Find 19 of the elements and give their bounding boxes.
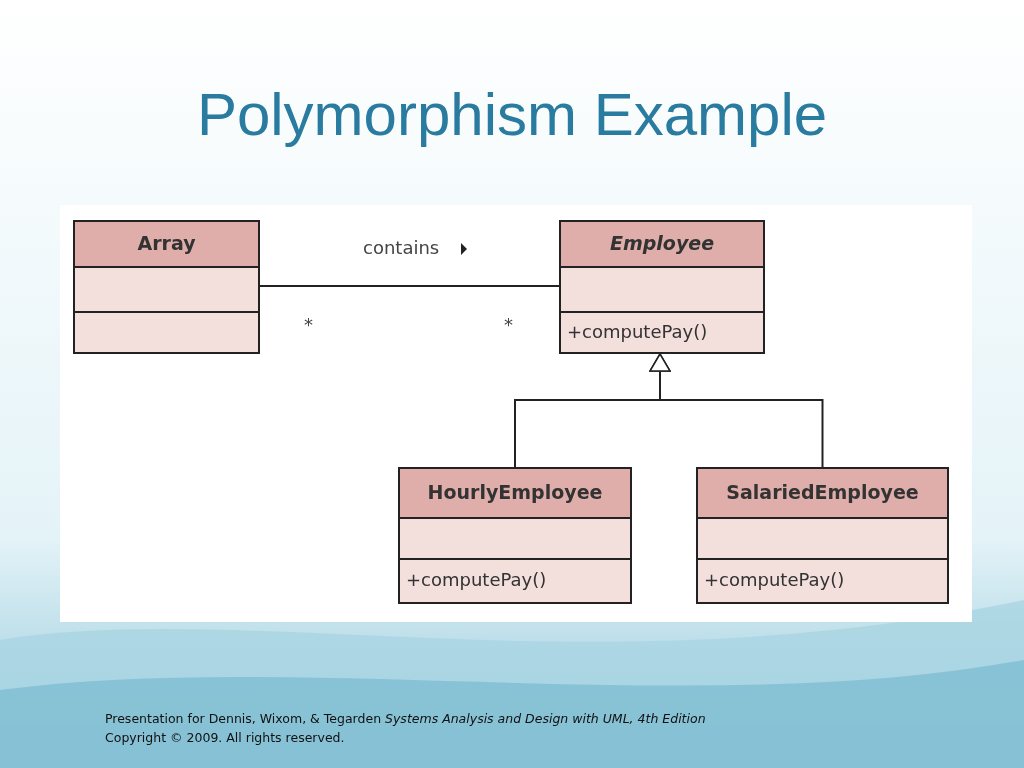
class-box [398,467,632,604]
multiplicity-label: * [504,314,513,335]
slide-title: Polymorphism Example [195,80,829,149]
footer-text: Presentation for Dennis, Wixom, & Tegarden Systems Analysis and Design with UML, 4th Edition [105,711,706,726]
class-box [73,220,260,354]
class-name: HourlyEmployee [426,481,604,503]
class-name: Array [136,232,197,254]
multiplicity-label: * [304,314,313,335]
class-name: Employee [608,232,716,254]
edge-label: contains [363,237,440,258]
association-line [259,285,560,287]
class-box [559,220,765,354]
operation-text: +computePay() [567,320,708,342]
operation-text: +computePay() [704,569,845,590]
class-name: SalariedEmployee [725,481,920,503]
generalization-arrow [649,353,824,468]
footer-text: Copyright © 2009. All rights reserved. [105,730,345,745]
operation-text: +computePay() [406,569,547,590]
class-box [696,467,949,604]
